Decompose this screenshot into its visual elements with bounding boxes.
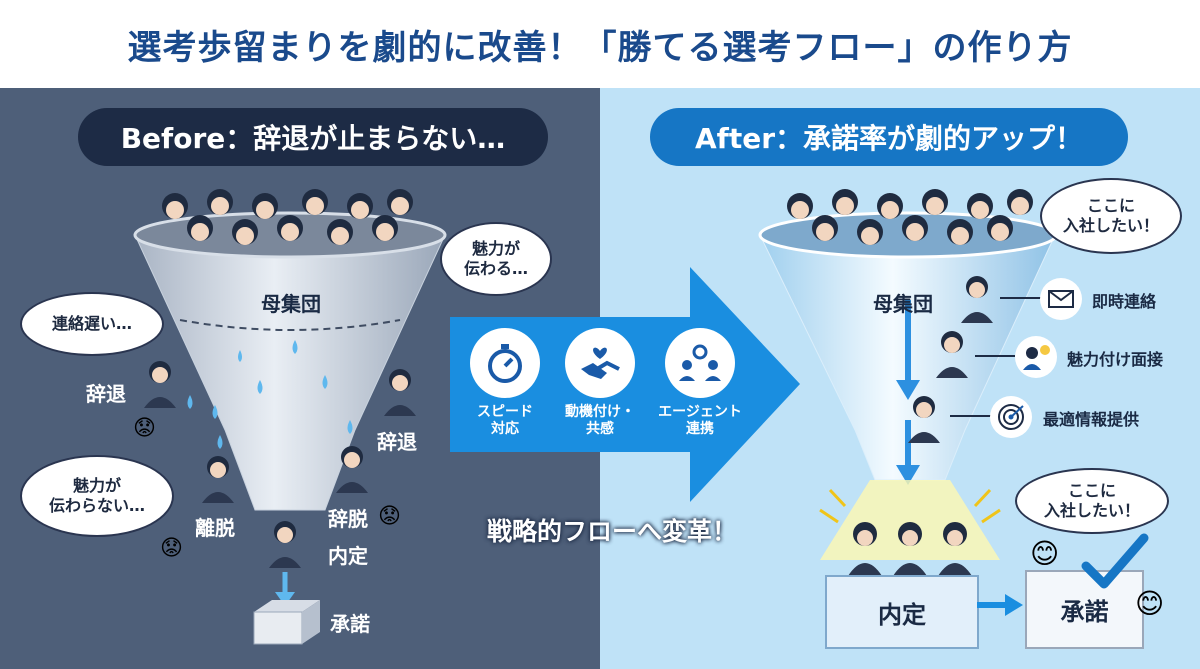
before-bubble-bottom: 魅力が 伝わらない… — [20, 455, 174, 537]
candidate-person-icon — [961, 276, 993, 323]
strategy-item: 動機付け・ 共感 — [550, 328, 650, 458]
before-bubble-left: 連絡遅い… — [20, 292, 164, 356]
strategy-label: エージェント 連携 — [658, 404, 742, 437]
after-step-label: 魅力付け面接 — [1067, 350, 1164, 369]
offer-candidates — [848, 522, 972, 576]
after-bubble-top: ここに 入社したい！ — [1040, 178, 1182, 254]
before-label-center-right: 辞脱 — [328, 507, 368, 531]
before-candidates — [162, 189, 413, 245]
smile-face-icon: 😊 — [1135, 587, 1165, 620]
dropout-person-icon — [202, 456, 234, 503]
smile-face-icon: 😊 — [1030, 537, 1060, 570]
sad-face-icon: 😟 — [160, 536, 183, 561]
before-funnel-label: 母集団 — [261, 292, 321, 316]
arrow-right-icon — [977, 594, 1023, 616]
target-icon — [990, 396, 1032, 438]
before-label-center-left: 離脱 — [195, 516, 235, 540]
dropout-person-icon — [336, 446, 368, 493]
after-step-label: 即時連絡 — [1092, 292, 1157, 311]
before-bubble-top: 魅力が 伝わる… — [440, 222, 552, 296]
after-bubble-bottom: ここに 入社したい！ — [1015, 468, 1169, 534]
after-step-label: 最適情報提供 — [1043, 410, 1140, 429]
before-label-accept: 承諾 — [330, 612, 370, 636]
accept-box: 承諾 — [1025, 570, 1144, 649]
person-smile-icon — [1015, 336, 1057, 378]
strategy-item: エージェント 連携 — [650, 328, 750, 458]
candidate-person-icon — [936, 331, 968, 378]
dropout-person-icon — [144, 361, 176, 408]
transition-caption: 戦略的フローへ変革！ — [486, 517, 737, 546]
handshake-icon — [565, 328, 635, 398]
candidate-person-icon — [908, 396, 940, 443]
strategy-list: スピード 対応 動機付け・ 共感 エージェント 連携 — [460, 328, 750, 458]
offer-box: 内定 — [825, 575, 979, 649]
accept-box-icon — [253, 600, 320, 645]
sad-face-icon: 😟 — [133, 416, 156, 441]
title-bar — [0, 0, 1200, 88]
before-label-left: 辞退 — [86, 382, 126, 406]
team-icon — [665, 328, 735, 398]
strategy-label: スピード 対応 — [477, 404, 533, 437]
after-candidates — [787, 189, 1033, 245]
step-connectors — [950, 297, 1043, 417]
stopwatch-icon — [470, 328, 540, 398]
checkmark-icon — [1081, 533, 1149, 589]
after-funnel-label: 母集団 — [873, 292, 933, 316]
after-heading: After：承諾率が劇的アップ！ — [650, 108, 1128, 166]
strategy-item: スピード 対応 — [460, 328, 550, 458]
dropout-person-icon — [384, 369, 416, 416]
page-title: 選考歩留まりを劇的に改善！「勝てる選考フロー」の作り方 — [127, 27, 1073, 68]
mail-icon — [1040, 278, 1082, 320]
before-label-offer: 内定 — [328, 544, 368, 568]
offer-person-icon — [269, 521, 301, 606]
before-heading: Before：辞退が止まらない… — [78, 108, 548, 166]
strategy-label: 動機付け・ 共感 — [565, 404, 635, 437]
sad-face-icon: 😟 — [378, 504, 401, 529]
before-label-right: 辞退 — [377, 430, 417, 454]
